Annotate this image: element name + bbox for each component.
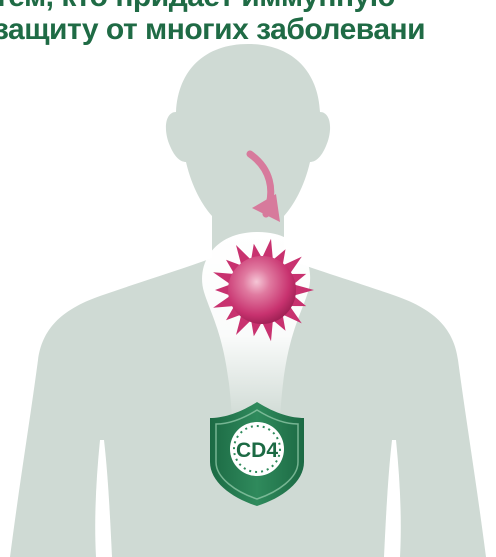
heading-line-1: тем, кто придает иммунную [0,0,496,14]
virus-body [228,256,296,324]
heading-line-2: защиту от многих заболевани [0,13,496,47]
shield-label: CD4 [236,439,278,462]
